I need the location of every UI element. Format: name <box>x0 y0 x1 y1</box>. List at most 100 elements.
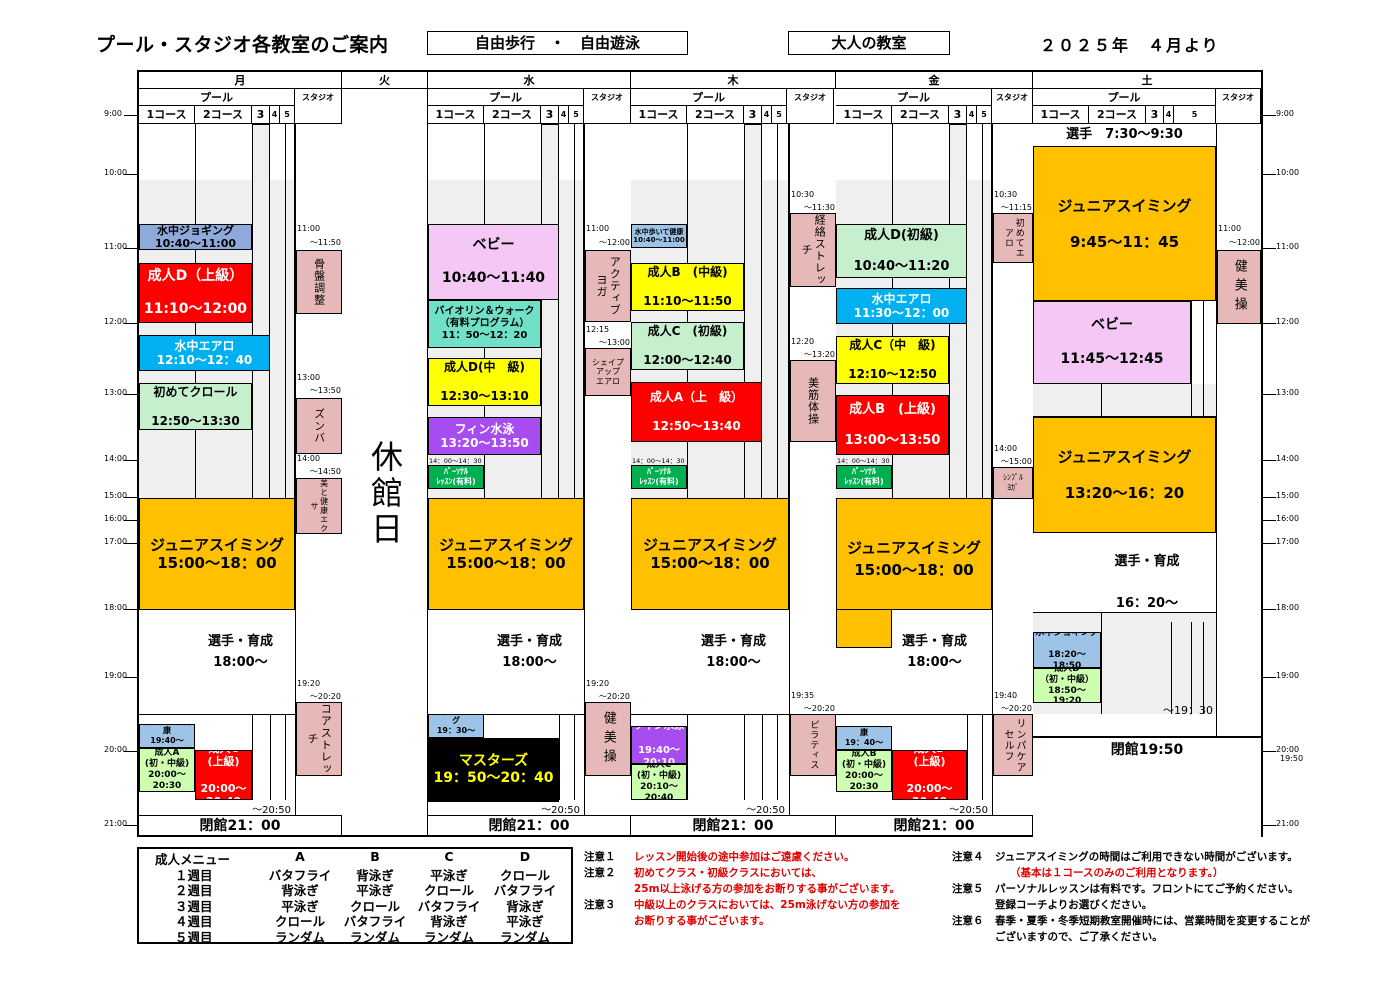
fri-aqua-walk: 水中歩いて健康 19：40～20:00 <box>836 726 892 750</box>
thu-lane-5: 5 <box>772 106 787 124</box>
sat-athlete-morning: 選手 7:30～9:30 <box>1066 127 1183 142</box>
time-tick: 10:00 <box>1276 168 1300 177</box>
menu-header: B <box>370 849 380 864</box>
fri-lane-2: 2コース <box>892 106 949 124</box>
thursday-column: 水中歩いて健康 10:40～11:00 成人B (中級) 11:10～11:50… <box>631 124 836 816</box>
note-1: レッスン開始後の途中参加はご遠慮ください。 <box>634 851 855 863</box>
thu-closing: 閉館21：00 <box>631 815 836 837</box>
time-1950: 19:50 <box>1280 754 1304 763</box>
fri-athlete-training: 選手・育成 18:00～ <box>901 634 967 670</box>
menu-header: C <box>444 849 454 864</box>
thu-studio-header: スタジオ <box>787 89 834 124</box>
time-tick: 12:00 <box>1276 317 1300 326</box>
wed-violin-walk: バイオリン＆ウォーク （有料プログラム） 11：50～12：20 <box>428 300 541 348</box>
wed-shapeup-aerobics: シェイプ アップ エアロ <box>585 348 631 396</box>
menu-cell: クロール <box>499 867 550 883</box>
menu-cell: ４週目 <box>175 914 213 929</box>
fri-lane-1: 1コース <box>836 106 892 124</box>
friday-column: 成人D(初級) 10:40～11:20 水中エアロ 11:30～12：00 成人… <box>836 124 1033 816</box>
thu-aqua-walk: 水中歩いて健康 10:40～11:00 <box>631 224 687 248</box>
note-5b: 登録コーチよりお選びください。 <box>995 899 1153 911</box>
thu-athlete-training: 選手・育成 18:00～ <box>700 634 766 670</box>
mon-lane-4: 4 <box>270 106 280 124</box>
menu-cell: ランダム <box>274 929 325 945</box>
fri-pool-header: プール <box>836 89 992 106</box>
adult-class-label: 大人の教室 <box>788 31 950 55</box>
time-tick: 13:00 <box>104 388 128 397</box>
wed-studio-header: スタジオ <box>584 89 631 124</box>
menu-cell: １週目 <box>175 867 213 883</box>
sat-closing: 閉館19:50 <box>1110 742 1184 758</box>
time-tick: 15:00 <box>1276 491 1300 500</box>
sat-junior-swimming-afternoon: ジュニアスイミング 13:20～16：20 <box>1033 417 1216 533</box>
wed-closing: 閉館21：00 <box>428 815 631 837</box>
note-4a: ジュニアスイミングの時間はご利用できない時間がございます。 <box>995 851 1298 863</box>
thu-pilates: ピラティス <box>790 714 836 776</box>
thu-pool-header: プール <box>631 89 787 106</box>
fri-lymph-care: リンパケア セルフ <box>993 714 1033 776</box>
tue-closed: 休館日 <box>366 440 404 548</box>
fri-adult-d-beginner: 成人D(初級) 10:40～11:20 <box>836 224 967 278</box>
wed-active-yoga: アクティブヨガ <box>585 250 631 322</box>
sat-lane-2: 2コース <box>1089 106 1146 124</box>
fri-lane-5: 5 <box>977 106 992 124</box>
mon-end-time: ～20:50 <box>252 805 291 816</box>
note-4b: （基本は１コースのみのご利用となります。） <box>1010 867 1224 879</box>
saturday-column: 選手 7:30～9:30 ジュニアスイミング 9:45～11：45 ベビー 11… <box>1033 124 1261 738</box>
time-tick: 15:00 <box>104 491 128 500</box>
day-mon: 月 <box>139 72 342 89</box>
mon-adult-c-advanced: 成人C (上級) 20:00～20:40 <box>195 750 252 800</box>
fri-first-aerobics: 初めてエアロ <box>993 213 1033 263</box>
mon-lane-2: 2コース <box>195 106 252 124</box>
fri-closing: 閉館21：00 <box>836 815 1033 837</box>
menu-header: D <box>519 849 531 864</box>
fri-lane-3: 3 <box>949 106 967 124</box>
time-tick: 9:00 <box>104 109 122 118</box>
day-wed: 水 <box>428 72 631 89</box>
wed-baby: ベビー 10:40～11:40 <box>428 224 559 300</box>
menu-cell: 平泳ぎ <box>430 867 468 883</box>
day-sat: 土 <box>1033 72 1261 89</box>
time-tick: 12:00 <box>104 317 128 326</box>
menu-cell: ２週目 <box>175 883 213 898</box>
mon-pool-header: プール <box>139 89 295 106</box>
wed-pool-header: プール <box>428 89 584 106</box>
wed-kenbiso: 健美操 <box>585 702 631 776</box>
thu-lane-4: 4 <box>762 106 772 124</box>
thu-adult-c-beginner: 成人C (初級) 12:00～12:40 <box>631 322 744 370</box>
menu-cell: 平泳ぎ <box>506 914 544 929</box>
time-tick: 16:00 <box>104 514 128 523</box>
mon-adult-d-advanced: 成人D（上級） 11:10～12:00 <box>139 263 252 323</box>
time-tick: 14:00 <box>104 454 128 463</box>
time-tick: 21:00 <box>1276 819 1300 828</box>
fri-junior-swimming: ジュニアスイミング 15:00～18：00 <box>847 539 981 579</box>
menu-cell: 背泳ぎ <box>356 867 394 883</box>
time-tick: 17:00 <box>1276 537 1300 546</box>
mon-aqua-aerobics: 水中エアロ 12:10～12：40 <box>139 335 270 371</box>
menu-cell: ５週目 <box>175 929 213 945</box>
mon-lane-5: 5 <box>280 106 295 124</box>
note-3b: お断りする事がございます。 <box>634 915 770 927</box>
fri-adult-b-beginner: 成人B (初・中級) 20:00～20:30 <box>836 750 892 792</box>
mon-aqua-jogging: 水中ジョギング 10:40～11:00 <box>139 224 252 250</box>
thu-meridian-stretch: 経絡ストレッチ <box>790 213 836 287</box>
time-tick: 19:00 <box>1276 671 1300 680</box>
time-tick: 13:00 <box>1276 388 1300 397</box>
menu-cell: ランダム <box>349 929 400 945</box>
menu-cell: 平泳ぎ <box>356 883 394 898</box>
time-tick: 16:00 <box>1276 514 1300 523</box>
mon-pelvis-studio: 骨盤調整 <box>296 250 342 314</box>
fri-studio-header: スタジオ <box>992 89 1033 124</box>
thu-adult-c-beginner-evening: 成人C (初・中級) 20:10～20:40 <box>631 764 687 800</box>
thu-lane-1: 1コース <box>631 106 687 124</box>
thu-adult-a-advanced: 成人A（上 級） 12:50～13:40 <box>631 382 762 442</box>
time-tick: 21:00 <box>104 819 128 828</box>
menu-cell: クロール <box>274 914 325 929</box>
wed-fin-swim: フィン水泳 13:20～13:50 <box>428 417 541 455</box>
mon-lane-1: 1コース <box>139 106 195 124</box>
fri-personal-lesson: ﾊﾟｰｿﾅﾙ ﾚｯｽﾝ(有料) <box>836 465 892 489</box>
fri-adult-b-advanced: 成人B (上級) 13:00～13:50 <box>836 395 949 455</box>
time-tick: 11:00 <box>1276 242 1300 251</box>
day-thu: 木 <box>631 72 836 89</box>
fri-simple-yoga: ｼﾝﾌﾟﾙ ﾖｶﾞ <box>993 467 1033 499</box>
